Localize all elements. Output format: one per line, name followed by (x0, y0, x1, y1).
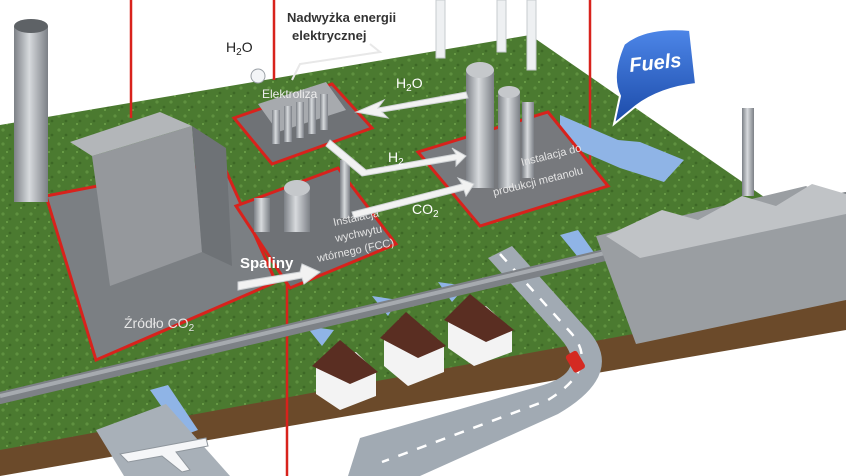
factory (596, 108, 846, 344)
factory-roof (606, 184, 846, 258)
arrow-co2 (351, 176, 475, 219)
surplus-energy-line2: elektrycznej (292, 28, 366, 43)
house-2 (380, 312, 446, 386)
co2-source-chimney (14, 26, 48, 202)
electrolysis-unit: Elektroliza (231, 82, 375, 166)
h2o-top-label: H2O (226, 39, 253, 58)
flow-labels: H2O H2 CO2 Spaliny (240, 75, 439, 272)
flue-gas-label: Spaliny (240, 255, 294, 272)
house-1 (312, 340, 378, 410)
co2-source-plant: Źródło CO2 (14, 19, 278, 363)
flow-house-1 (306, 326, 334, 346)
methanol-plant: Instalacja do produkcji metanolu (415, 62, 611, 228)
houses (312, 294, 514, 410)
h2o-input: H2O (226, 39, 266, 84)
capture-pad (233, 166, 399, 290)
energy-cable (291, 43, 383, 81)
airport (96, 404, 230, 476)
airplane (118, 437, 209, 473)
electrolysis-label: Elektroliza (262, 87, 318, 101)
water-droplet (250, 68, 266, 84)
co2-source-chimney-top (14, 19, 48, 33)
white-flows (237, 91, 475, 291)
co2-source-building-side (192, 126, 232, 266)
fuels-label: Fuels (628, 50, 682, 77)
fuels-badge: Fuels (612, 28, 698, 127)
methanol-column-3 (522, 102, 534, 178)
flow-to-factory (560, 115, 684, 182)
turbine-poles (435, 0, 537, 71)
capture-plant: Instalacja wychwytu wtórnego (FCC) (233, 160, 399, 290)
road (348, 246, 602, 476)
surplus-energy-line1: Nadwyżka energii (287, 10, 396, 25)
methanol-column-2 (498, 92, 520, 188)
arrow-h2o (354, 91, 469, 119)
arrow-h2 (325, 139, 467, 177)
car (565, 350, 585, 373)
h2-flow-label: H2 (388, 149, 404, 168)
co2-source-building-front (92, 126, 202, 286)
road-surface (348, 246, 602, 476)
co2-source-building-roof (70, 112, 192, 156)
arrow-flue-gas (237, 263, 321, 291)
fuels-pin (612, 28, 698, 127)
surplus-energy-callout: Nadwyżka energii elektrycznej (287, 10, 396, 81)
house-3 (444, 294, 514, 366)
flow-to-airport (150, 385, 198, 436)
methanol-column-1 (466, 70, 494, 188)
factory-chimney (742, 108, 754, 196)
co2-source-label: Źródło CO2 (124, 315, 195, 334)
h2o-flow-label: H2O (396, 75, 423, 94)
co2-flow-label: CO2 (412, 201, 439, 220)
